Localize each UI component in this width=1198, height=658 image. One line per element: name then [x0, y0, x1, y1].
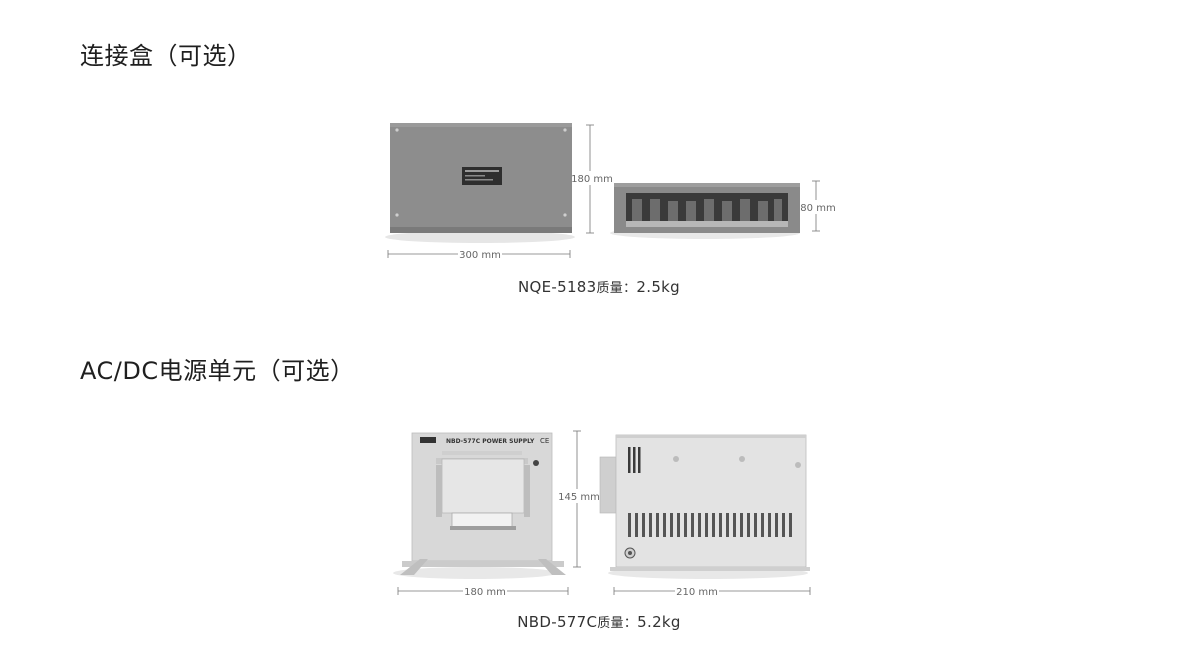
height-dimension-label: 180 mm — [571, 174, 613, 185]
power-unit-figure: NBD-577C POWER SUPPLY CE 145 mm 180 mm — [393, 430, 811, 598]
depth-dimension-1: 80 mm — [800, 180, 840, 232]
model-number: NQE-5183 — [518, 278, 597, 296]
power-unit-side-image — [599, 434, 810, 579]
depth-dimension-label-2: 210 mm — [676, 587, 718, 598]
height-dimension-1: 180 mm — [571, 124, 613, 234]
junction-box-figure: 180 mm 300 mm 80 mm — [385, 123, 840, 261]
height-dimension-2: 145 mm — [558, 430, 600, 568]
width-dimension-label: 300 mm — [459, 250, 501, 261]
section-title-junction-box: 连接盒（可选） — [80, 42, 252, 70]
mass-label-2: 质量： — [597, 616, 638, 631]
model-number-2: NBD-577C — [517, 613, 598, 631]
section-title-power-unit: AC/DC电源单元（可选） — [80, 357, 355, 385]
width-dimension-1: 300 mm — [387, 248, 571, 261]
product-caption-junction-box: NQE-5183质量：2.5kg — [0, 277, 1198, 296]
front-panel-label: NBD-577C POWER SUPPLY — [446, 438, 535, 445]
junction-box-side-image — [610, 183, 800, 239]
height-dimension-label-2: 145 mm — [558, 492, 600, 503]
power-unit-front-image: NBD-577C POWER SUPPLY CE — [393, 432, 566, 579]
width-dimension-label-2: 180 mm — [464, 587, 506, 598]
mass-label: 质量： — [596, 281, 637, 296]
junction-box-front-image — [385, 123, 575, 243]
depth-dimension-2: 210 mm — [613, 585, 811, 598]
mass-value-2: 5.2kg — [637, 613, 681, 631]
width-dimension-2: 180 mm — [397, 585, 569, 598]
product-caption-power-unit: NBD-577C质量：5.2kg — [0, 612, 1198, 631]
svg-text:CE: CE — [540, 437, 549, 445]
depth-dimension-label: 80 mm — [800, 203, 835, 214]
mass-value: 2.5kg — [636, 278, 680, 296]
